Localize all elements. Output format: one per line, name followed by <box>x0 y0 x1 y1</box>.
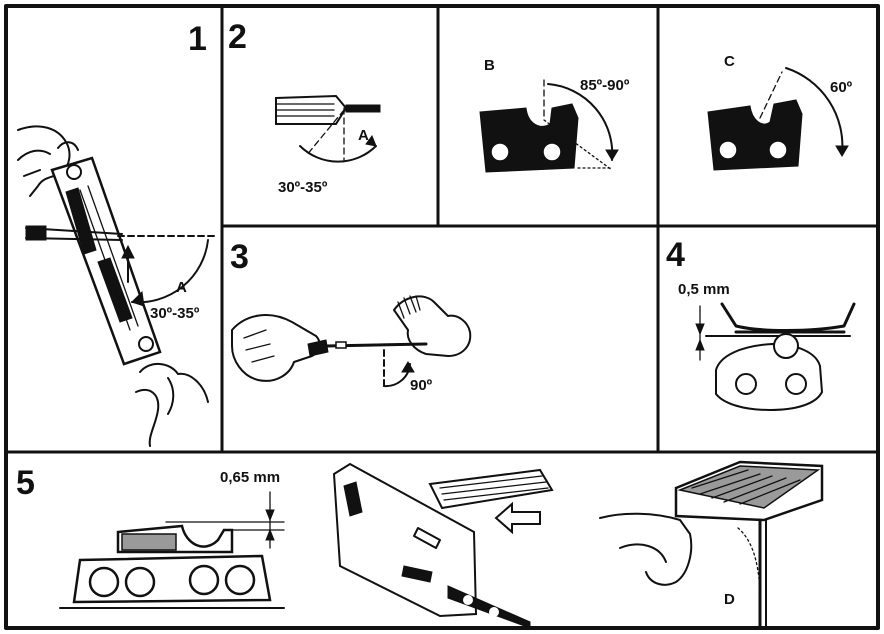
panel-4-depth-gauge: 4 0,5 mm <box>666 236 856 411</box>
panel-2-number: 2 <box>228 18 247 56</box>
panel-2-angle-arc <box>299 145 377 163</box>
panel-b-angle-arc <box>547 83 614 161</box>
panel-b-label: B <box>484 57 495 74</box>
panel-5-label-d: D <box>724 591 735 608</box>
file-guide <box>50 156 162 366</box>
panel-c-angle: 60º <box>830 79 853 96</box>
panel-4-measure: 0,5 mm <box>678 281 730 298</box>
panel-5-number: 5 <box>16 464 35 502</box>
panel-b-cutter <box>479 103 579 173</box>
panel-1-number: 1 <box>188 20 207 58</box>
panel-1-label-a: A <box>176 279 187 296</box>
panel-3-number: 3 <box>230 238 249 276</box>
panel-c-cutter <box>707 99 803 171</box>
panel-5-hand <box>599 512 693 586</box>
panel-3-right-hand <box>393 295 472 357</box>
panel-grid <box>4 4 880 630</box>
panel-4-number: 4 <box>666 236 685 274</box>
panel-1-left-hand <box>17 125 79 197</box>
panel-c-side-plate-angle: C 60º <box>707 53 853 171</box>
panel-4-chain-link <box>715 343 823 411</box>
panel-5-chain-side-view <box>59 524 285 609</box>
file-end-view <box>275 94 381 125</box>
panel-5-bar-dressing <box>674 460 824 628</box>
panel-b-angle: 85º-90º <box>580 77 630 94</box>
panel-5-measure: 0,65 mm <box>220 469 280 486</box>
panel-2-top-plate-angle: 2 A 30º-35º <box>228 18 381 196</box>
panel-3-angle: 90º <box>410 377 433 394</box>
panel-1-lower-hand <box>135 363 209 447</box>
panel-1-angle-arc <box>131 239 209 304</box>
panel-3-left-hand <box>231 314 321 382</box>
panel-b-side-plate-angle: B 85º-90º <box>479 57 630 173</box>
panel-1-filing-with-guide: 1 A 30º-35º <box>17 20 217 447</box>
panel-c-angle-arc <box>785 67 844 155</box>
panel-1-angle: 30º-35º <box>150 305 200 322</box>
panel-5-depth-and-bar-care: 5 0,65 mm <box>16 460 824 629</box>
panel-5-direction-arrow <box>494 501 541 535</box>
panel-3-file-held-horizontal: 3 90º <box>230 238 472 394</box>
panel-c-label: C <box>724 53 735 70</box>
panel-4-gauge-tool <box>720 302 856 334</box>
panel-2-angle: 30º-35º <box>278 179 328 196</box>
panel-5-guide-bar <box>332 462 531 629</box>
panel-2-label-a: A <box>358 127 369 144</box>
